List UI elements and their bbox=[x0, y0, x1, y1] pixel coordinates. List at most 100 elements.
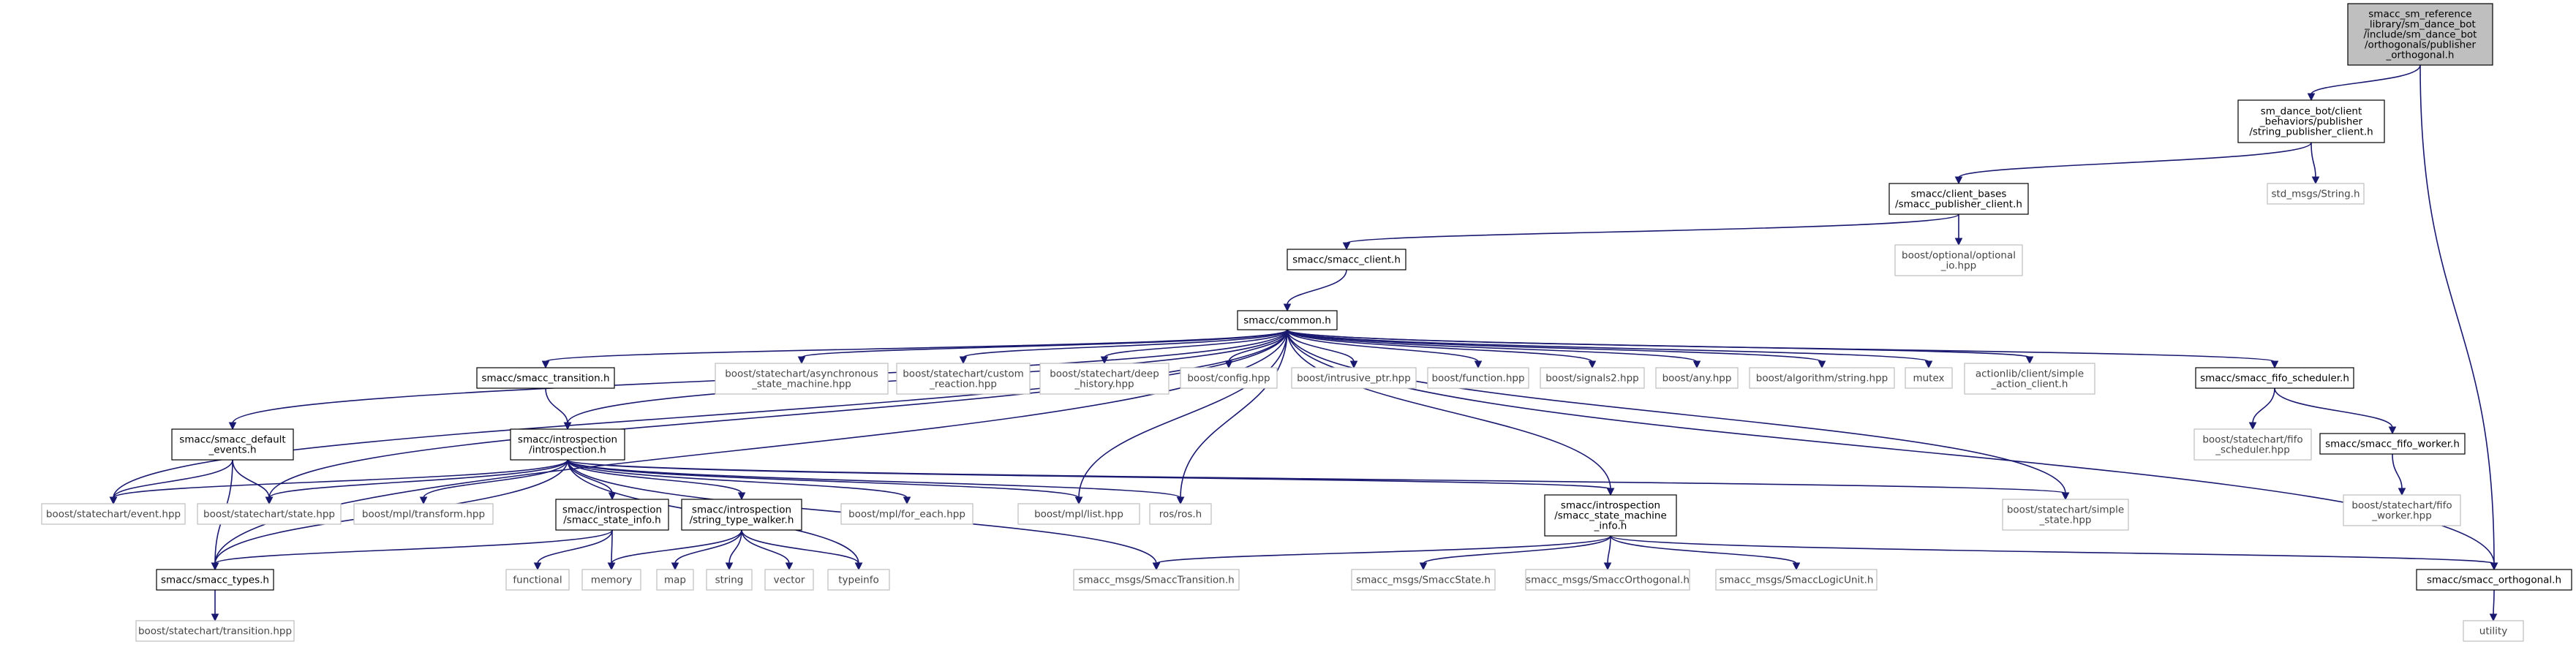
node-label-line: functional bbox=[513, 575, 562, 586]
node-label-line: smacc_sm_reference bbox=[2368, 9, 2471, 20]
edge-line bbox=[1287, 329, 1611, 490]
graph-node-smacc-orthogonal[interactable]: smacc/smacc_orthogonal.h bbox=[2416, 569, 2572, 591]
graph-node-config: boost/config.hpp bbox=[1180, 367, 1278, 389]
graph-node-smacc-publisher-client[interactable]: smacc/client_bases/smacc_publisher_clien… bbox=[1888, 183, 2029, 215]
dependency-edge bbox=[2311, 142, 2320, 185]
graph-node-smacc-types[interactable]: smacc/smacc_types.h bbox=[156, 569, 274, 591]
graph-node-map: map bbox=[656, 569, 694, 591]
edge-line bbox=[567, 459, 2066, 494]
graph-node-state-machine-info[interactable]: smacc/introspection/smacc_state_machine_… bbox=[1544, 494, 1677, 537]
node-box bbox=[840, 503, 973, 525]
graph-node-deep-history: boost/statechart/deep_history.hpp bbox=[1039, 363, 1170, 395]
graph-node-functional: functional bbox=[505, 569, 570, 591]
node-box bbox=[476, 367, 615, 389]
dependency-edge bbox=[533, 529, 613, 571]
edge-line bbox=[1287, 269, 1347, 306]
node-box bbox=[1749, 367, 1895, 389]
edge-arrowhead bbox=[1074, 496, 1083, 505]
node-box bbox=[896, 363, 1031, 395]
graph-node-event: boost/statechart/event.hpp bbox=[41, 503, 186, 525]
node-box bbox=[1237, 310, 1338, 330]
dependency-edge bbox=[545, 387, 572, 431]
node-label-line: smacc_msgs/SmaccState.h bbox=[1356, 575, 1491, 586]
node-label-line: _behaviors/publisher bbox=[2259, 116, 2363, 128]
graph-node-introspection[interactable]: smacc/introspection/introspection.h bbox=[510, 428, 625, 461]
node-box bbox=[2319, 433, 2466, 455]
graph-node-vector: vector bbox=[764, 569, 814, 591]
graph-node-string-publisher-client[interactable]: sm_dance_bot/client_behaviors/publisher/… bbox=[2237, 99, 2385, 143]
edge-arrowhead bbox=[2307, 93, 2316, 102]
node-label-line: _reaction.hpp bbox=[929, 379, 997, 390]
node-box bbox=[2463, 620, 2524, 642]
edge-line bbox=[423, 459, 568, 499]
graph-node-transform: boost/mpl/transform.hpp bbox=[353, 503, 494, 525]
graph-node-ros: ros/ros.h bbox=[1149, 503, 1212, 525]
node-label-line: std_msgs/String.h bbox=[2271, 189, 2360, 200]
edge-arrowhead bbox=[2270, 360, 2279, 369]
graph-node-default-events[interactable]: smacc/smacc_default_events.h bbox=[171, 428, 294, 461]
node-box bbox=[706, 569, 753, 591]
graph-node-root[interactable]: smacc_sm_reference_library/sm_dance_bot/… bbox=[2347, 3, 2493, 66]
node-label-line: smacc/introspection bbox=[518, 434, 617, 446]
node-label-line: _action_client.h bbox=[1991, 379, 2068, 390]
node-label-line: _info.h bbox=[1594, 521, 1627, 532]
graph-node-mutex: mutex bbox=[1905, 367, 1953, 389]
node-label-line: _library/sm_dance_bot bbox=[2364, 19, 2476, 31]
node-label-line: boost/mpl/for_each.hpp bbox=[848, 509, 965, 521]
edge-arrowhead bbox=[533, 562, 542, 571]
dependency-edge bbox=[671, 529, 742, 571]
graph-node-typeinfo: typeinfo bbox=[827, 569, 890, 591]
node-label-line: string bbox=[715, 575, 744, 586]
node-label-line: smacc/smacc_default bbox=[179, 434, 285, 446]
node-label-line: boost/statechart/event.hpp bbox=[46, 509, 181, 521]
node-label-line: typeinfo bbox=[838, 575, 878, 586]
node-label-line: _state_machine.hpp bbox=[751, 379, 851, 390]
node-label-line: boost/statechart/transition.hpp bbox=[138, 626, 292, 637]
edge-arrowhead bbox=[1419, 562, 1428, 571]
dependency-edge bbox=[2248, 387, 2275, 431]
edge-line bbox=[2311, 64, 2421, 95]
node-label-line: _events.h bbox=[208, 444, 256, 456]
nodes-layer: smacc_sm_reference_library/sm_dance_bot /… bbox=[41, 3, 2572, 642]
edge-line bbox=[1958, 142, 2312, 178]
dependency-edge bbox=[725, 529, 742, 571]
edge-line bbox=[2311, 142, 2316, 178]
node-box bbox=[1427, 367, 1529, 389]
node-label-line: smacc/smacc_orthogonal.h bbox=[2427, 575, 2561, 586]
node-label-line: boost/function.hpp bbox=[1431, 373, 1524, 385]
graph-node-fifo-worker[interactable]: smacc/smacc_fifo_worker.h bbox=[2319, 433, 2466, 455]
node-box bbox=[681, 499, 802, 531]
edge-line bbox=[214, 529, 613, 564]
node-box bbox=[2193, 428, 2312, 461]
edge-line bbox=[113, 459, 568, 499]
node-box bbox=[656, 569, 694, 591]
edge-line bbox=[963, 329, 1288, 358]
dependency-edge bbox=[567, 459, 1083, 505]
dependency-edge bbox=[1610, 535, 1801, 571]
graph-node-fifo-scheduler[interactable]: smacc/smacc_fifo_scheduler.h bbox=[2195, 367, 2354, 389]
dependency-edge bbox=[1954, 213, 1963, 246]
graph-node-intrusive-ptr: boost/intrusive_ptr.hpp bbox=[1291, 367, 1417, 389]
graph-node-smacc-state-msg: smacc_msgs/SmaccState.h bbox=[1351, 569, 1496, 591]
edge-arrowhead bbox=[2311, 176, 2320, 185]
graph-node-common[interactable]: smacc/common.h bbox=[1237, 310, 1338, 330]
node-label-line: boost/intrusive_ptr.hpp bbox=[1297, 373, 1411, 385]
node-label-line: /string_publisher_client.h bbox=[2249, 126, 2373, 138]
node-box bbox=[197, 503, 342, 525]
dependency-edge bbox=[741, 529, 794, 571]
edge-line bbox=[567, 459, 1080, 499]
node-box bbox=[1540, 367, 1645, 389]
node-label-line: smacc/client_bases bbox=[1911, 189, 2007, 200]
node-label-line: _history.hpp bbox=[1074, 379, 1134, 390]
graph-node-smacc-transition[interactable]: smacc/smacc_transition.h bbox=[476, 367, 615, 389]
node-box bbox=[171, 428, 294, 461]
edge-line bbox=[728, 529, 742, 564]
graph-node-state-info[interactable]: smacc/introspection/smacc_state_info.h bbox=[555, 499, 669, 531]
node-label-line: /smacc_state_machine bbox=[1554, 510, 1667, 522]
node-label-line: /smacc_publisher_client.h bbox=[1895, 199, 2022, 211]
node-label-line: boost/any.hpp bbox=[1662, 373, 1732, 385]
dependency-edge bbox=[1152, 535, 1611, 571]
graph-node-smacc-client[interactable]: smacc/smacc_client.h bbox=[1287, 249, 1406, 270]
graph-node-type-walker[interactable]: smacc/introspection/string_type_walker.h bbox=[681, 499, 802, 531]
edge-arrowhead bbox=[1606, 488, 1615, 496]
